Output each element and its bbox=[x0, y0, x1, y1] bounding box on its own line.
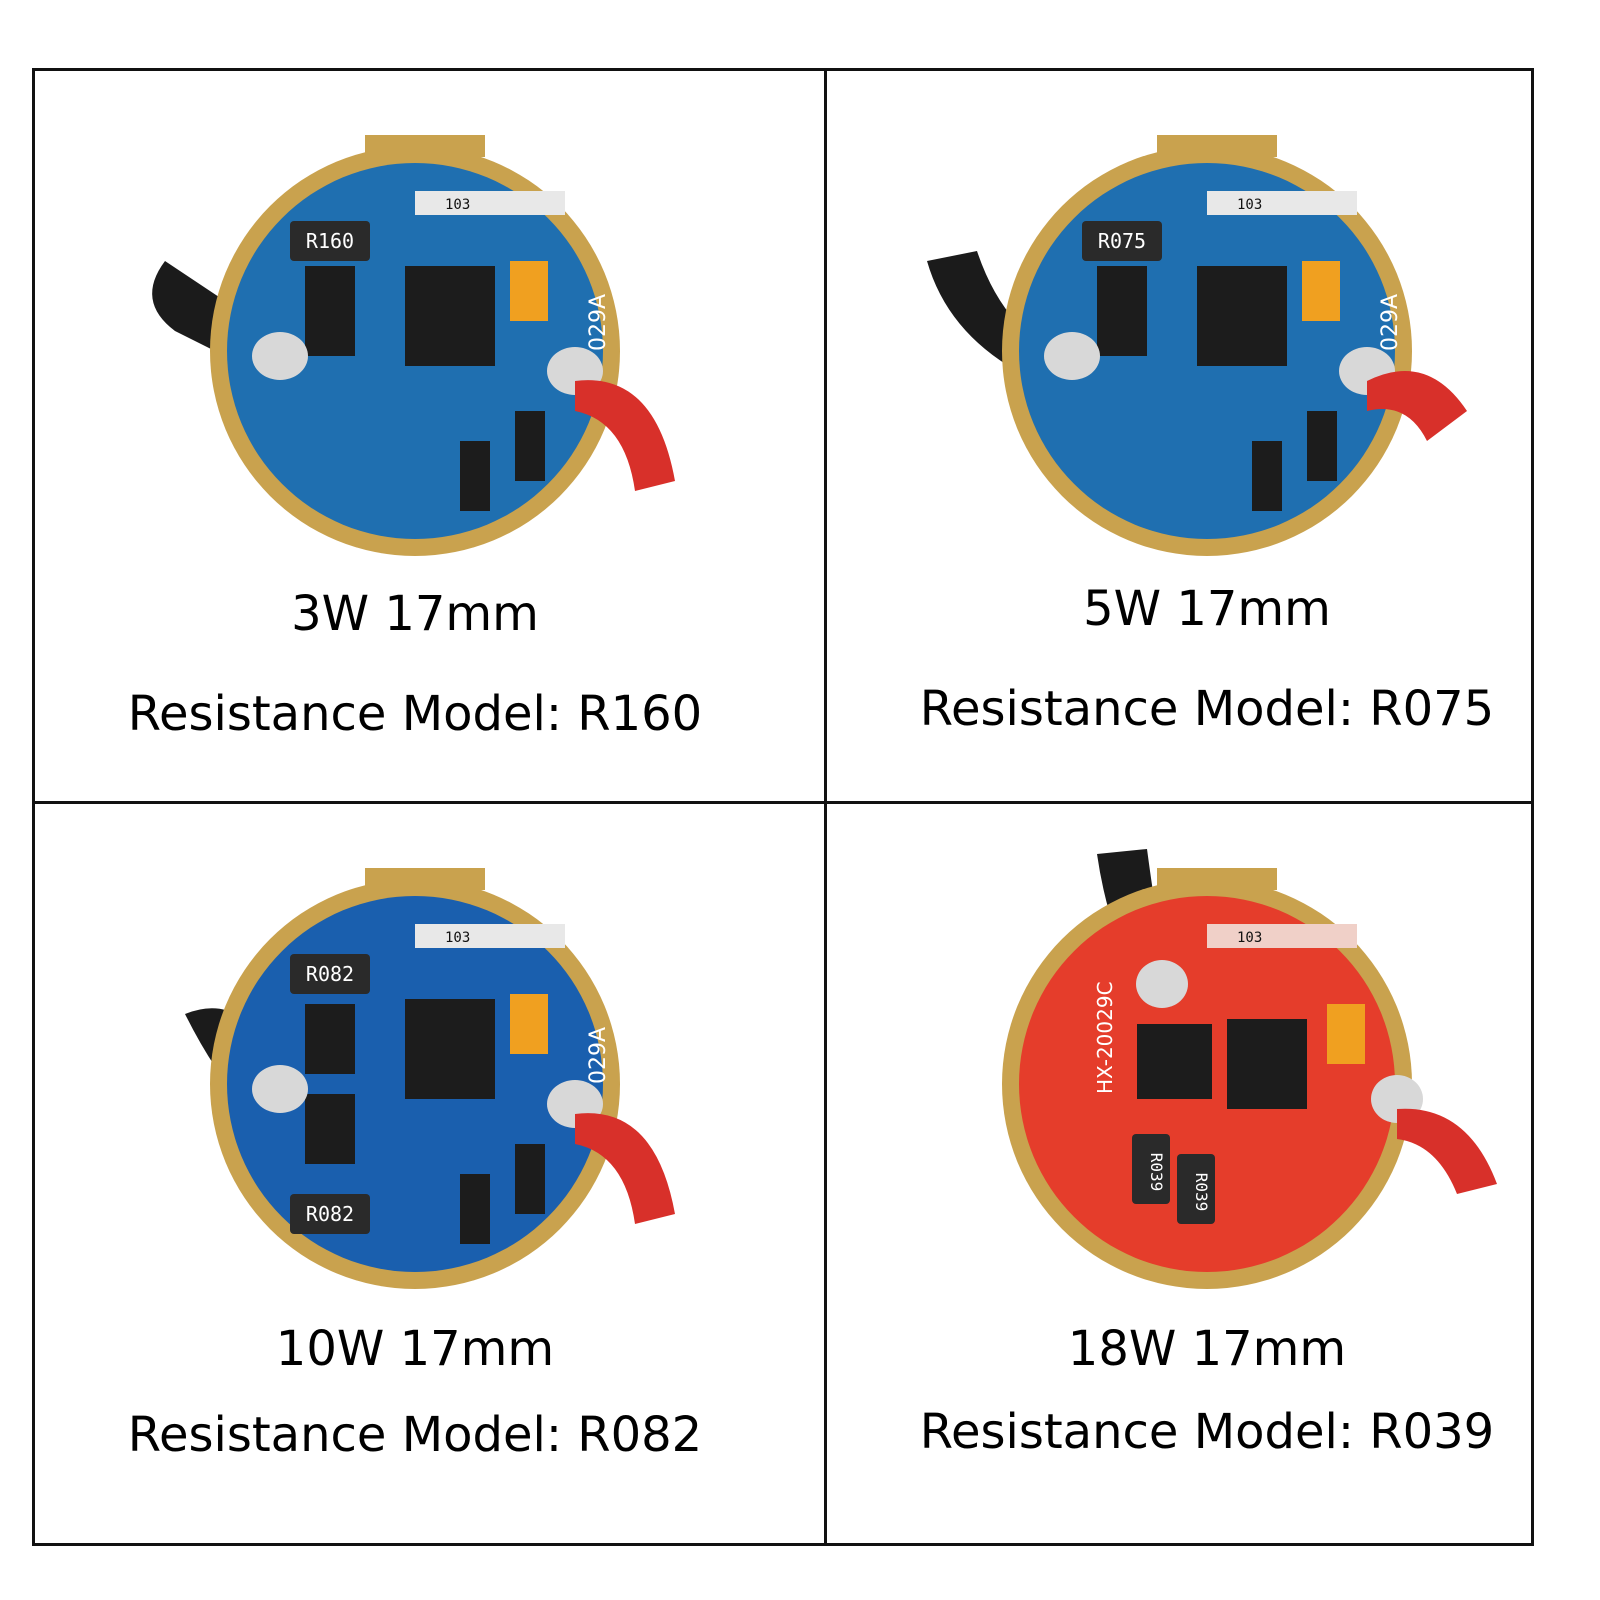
panel-3w: R160 103 029A 3W 17mm Resistance Model: … bbox=[35, 71, 795, 796]
model-value: R039 bbox=[1369, 1404, 1495, 1460]
model-value: R082 bbox=[577, 1407, 703, 1463]
svg-text:029A: 029A bbox=[1378, 294, 1403, 351]
panel-model: Resistance Model: R075 bbox=[827, 681, 1587, 737]
panel-title: 18W 17mm bbox=[1067, 1321, 1347, 1377]
svg-text:R082: R082 bbox=[306, 962, 354, 986]
svg-text:029A: 029A bbox=[586, 294, 611, 351]
panel-title: 10W 17mm bbox=[275, 1321, 555, 1377]
divider-vertical bbox=[824, 71, 827, 1543]
svg-text:103: 103 bbox=[445, 197, 470, 213]
driver-board-image: R075 103 029A bbox=[927, 135, 1467, 556]
panel-18w: 103 R039 R039 HX-20029C 18W 17mm Resista… bbox=[827, 804, 1587, 1529]
svg-text:103: 103 bbox=[445, 930, 470, 946]
panel-model: Resistance Model: R039 bbox=[827, 1404, 1587, 1460]
panel-10w: R082 R082 103 029A 10W 17mm Resistance M… bbox=[35, 804, 795, 1529]
svg-text:103: 103 bbox=[1237, 930, 1262, 946]
panel-title: 3W 17mm bbox=[291, 586, 539, 642]
model-label: Resistance Model: bbox=[919, 681, 1354, 737]
model-label: Resistance Model: bbox=[127, 1407, 562, 1463]
panel-title: 5W 17mm bbox=[1083, 581, 1331, 637]
driver-board-image: 103 R039 R039 HX-20029C bbox=[1002, 849, 1497, 1289]
svg-text:HX-20029C: HX-20029C bbox=[1093, 981, 1117, 1094]
svg-text:R039: R039 bbox=[1147, 1153, 1166, 1192]
model-label: Resistance Model: bbox=[127, 686, 562, 742]
model-label: Resistance Model: bbox=[919, 1404, 1354, 1460]
model-value: R160 bbox=[577, 686, 703, 742]
svg-text:029A: 029A bbox=[586, 1027, 611, 1084]
product-grid: R160 103 029A 3W 17mm Resistance Model: … bbox=[32, 68, 1534, 1546]
driver-board-image: R160 103 029A bbox=[152, 135, 675, 556]
driver-board-image: R082 R082 103 029A bbox=[185, 868, 675, 1289]
svg-text:R039: R039 bbox=[1192, 1173, 1211, 1212]
svg-text:R160: R160 bbox=[306, 229, 354, 253]
panel-model: Resistance Model: R082 bbox=[35, 1407, 795, 1463]
model-value: R075 bbox=[1369, 681, 1495, 737]
svg-text:R082: R082 bbox=[306, 1202, 354, 1226]
divider-horizontal bbox=[35, 801, 1531, 804]
panel-model: Resistance Model: R160 bbox=[35, 686, 795, 742]
svg-text:R075: R075 bbox=[1098, 229, 1146, 253]
panel-5w: R075 103 029A 5W 17mm Resistance Model: … bbox=[827, 71, 1587, 796]
svg-text:103: 103 bbox=[1237, 197, 1262, 213]
